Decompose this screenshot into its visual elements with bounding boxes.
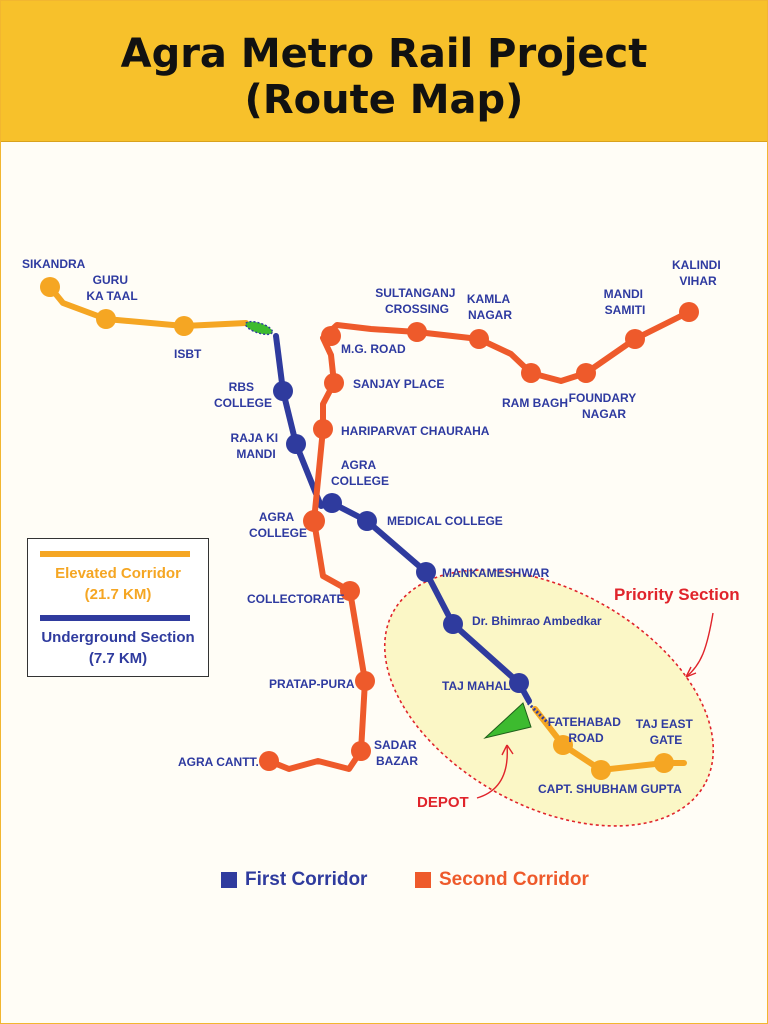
- label-foundary-nagar: FOUNDARY NAGAR: [569, 391, 640, 421]
- station-dot-hariparvat-chauraha[interactable]: [313, 419, 333, 439]
- underground-legend-label: Underground Section: [41, 629, 195, 646]
- station-dot-mg-road[interactable]: [321, 326, 341, 346]
- station-dot-pratap-pura[interactable]: [355, 671, 375, 691]
- priority-pointer-arrow: [685, 612, 714, 678]
- label-sanjay-place: SANJAY PLACE: [353, 377, 444, 391]
- station-dot-medical-college[interactable]: [357, 511, 377, 531]
- label-agra-college-second: AGRA COLLEGE: [249, 510, 307, 540]
- station-dot-raja-ki-mandi[interactable]: [286, 434, 306, 454]
- label-medical-college: MEDICAL COLLEGE: [387, 514, 503, 528]
- depot-pointer-arrowhead: [501, 744, 514, 756]
- station-dot-sanjay-place[interactable]: [324, 373, 344, 393]
- label-capt-shubham-gupta: CAPT. SHUBHAM GUPTA: [538, 782, 682, 796]
- label-rbs-college: RBS COLLEGE: [214, 380, 272, 410]
- first-corridor-swatch: [221, 872, 237, 888]
- label-kamla-nagar: KAMLA NAGAR: [467, 292, 513, 322]
- label-hariparvat-chauraha: HARIPARVAT CHAURAHA: [341, 424, 490, 438]
- label-collectorate: COLLECTORATE: [247, 592, 345, 606]
- second-corridor-label: Second Corridor: [439, 869, 589, 890]
- elevated-legend-label: Elevated Corridor: [55, 565, 181, 582]
- station-dot-guru-ka-taal[interactable]: [96, 309, 116, 329]
- elevated-legend-swatch: [40, 551, 190, 557]
- station-dot-capt-shubham-gupta[interactable]: [591, 760, 611, 780]
- depot-label: DEPOT: [417, 794, 469, 811]
- crossover-south-marker: [526, 701, 550, 725]
- label-guru-ka-taal: GURU KA TAAL: [86, 273, 137, 303]
- page-subtitle: (Route Map): [244, 77, 524, 123]
- depot-pointer-arrow: [476, 744, 508, 799]
- station-dot-collectorate[interactable]: [340, 581, 360, 601]
- station-dot-fatehabad-road[interactable]: [553, 735, 573, 755]
- station-dot-taj-east-gate[interactable]: [654, 753, 674, 773]
- station-dot-ram-bagh[interactable]: [521, 363, 541, 383]
- priority-section-label: Priority Section: [614, 585, 740, 604]
- station-dot-kamla-nagar[interactable]: [469, 329, 489, 349]
- crossover-north-marker: [244, 320, 274, 336]
- label-ram-bagh: RAM BAGH: [502, 396, 568, 410]
- underground-legend-swatch: [40, 615, 190, 621]
- label-sultanganj-crossing: SULTANGANJ CROSSING: [375, 286, 459, 316]
- label-raja-ki-mandi: RAJA KI MANDI: [231, 431, 282, 461]
- elevated-corridor-north-line: [47, 284, 249, 329]
- station-dot-sikandra[interactable]: [40, 277, 60, 297]
- second-corridor-swatch: [415, 872, 431, 888]
- depot-marker: [483, 702, 532, 739]
- label-agra-cantt: AGRA CANTT.: [178, 755, 259, 769]
- station-dot-taj-mahal[interactable]: [509, 673, 529, 693]
- priority-pointer-arrowhead: [685, 666, 697, 678]
- corridor-length-legend: Elevated Corridor (21.7 KM) Underground …: [27, 538, 209, 677]
- station-dot-mankameshwar[interactable]: [416, 562, 436, 582]
- station-dot-bhimrao-ambedkar[interactable]: [443, 614, 463, 634]
- station-dot-kalindi-vihar[interactable]: [679, 302, 699, 322]
- label-mg-road: M.G. ROAD: [341, 342, 406, 356]
- label-taj-east-gate: TAJ EAST GATE: [636, 717, 696, 747]
- station-dot-sadar-bazar[interactable]: [351, 741, 371, 761]
- station-dot-mandi-samiti[interactable]: [625, 329, 645, 349]
- label-sadar-bazar: SADAR BAZAR: [374, 738, 420, 768]
- underground-section-line: [273, 333, 532, 704]
- label-bhimrao-ambedkar: Dr. Bhimrao Ambedkar: [472, 614, 602, 628]
- station-dot-isbt[interactable]: [174, 316, 194, 336]
- first-corridor-legend: First Corridor: [221, 869, 367, 891]
- title-banner: Agra Metro Rail Project (Route Map): [1, 1, 767, 142]
- first-corridor-label: First Corridor: [245, 869, 368, 890]
- label-taj-mahal: TAJ MAHAL: [442, 679, 510, 693]
- elevated-legend-length: (21.7 KM): [84, 586, 152, 603]
- underground-legend-length: (7.7 KM): [88, 650, 148, 667]
- label-isbt: ISBT: [174, 347, 202, 361]
- label-sikandra: SIKANDRA: [22, 257, 86, 271]
- station-dot-agra-college-first[interactable]: [322, 493, 342, 513]
- label-mandi-samiti: MANDI SAMITI: [604, 287, 647, 317]
- station-dot-sultanganj-crossing[interactable]: [407, 322, 427, 342]
- second-corridor-legend: Second Corridor: [415, 869, 589, 891]
- label-fatehabad-road: FATEHABAD ROAD: [548, 715, 624, 745]
- station-dot-agra-cantt[interactable]: [259, 751, 279, 771]
- label-kalindi-vihar: KALINDI VIHAR: [672, 258, 724, 288]
- label-pratap-pura: PRATAP-PURA: [269, 677, 355, 691]
- station-dot-rbs-college[interactable]: [273, 381, 293, 401]
- station-dot-foundary-nagar[interactable]: [576, 363, 596, 383]
- label-agra-college-first: AGRA COLLEGE: [331, 458, 389, 488]
- station-dot-agra-college-second[interactable]: [303, 510, 325, 532]
- page-title: Agra Metro Rail Project: [120, 31, 648, 77]
- label-mankameshwar: MANKAMESHWAR: [442, 566, 550, 580]
